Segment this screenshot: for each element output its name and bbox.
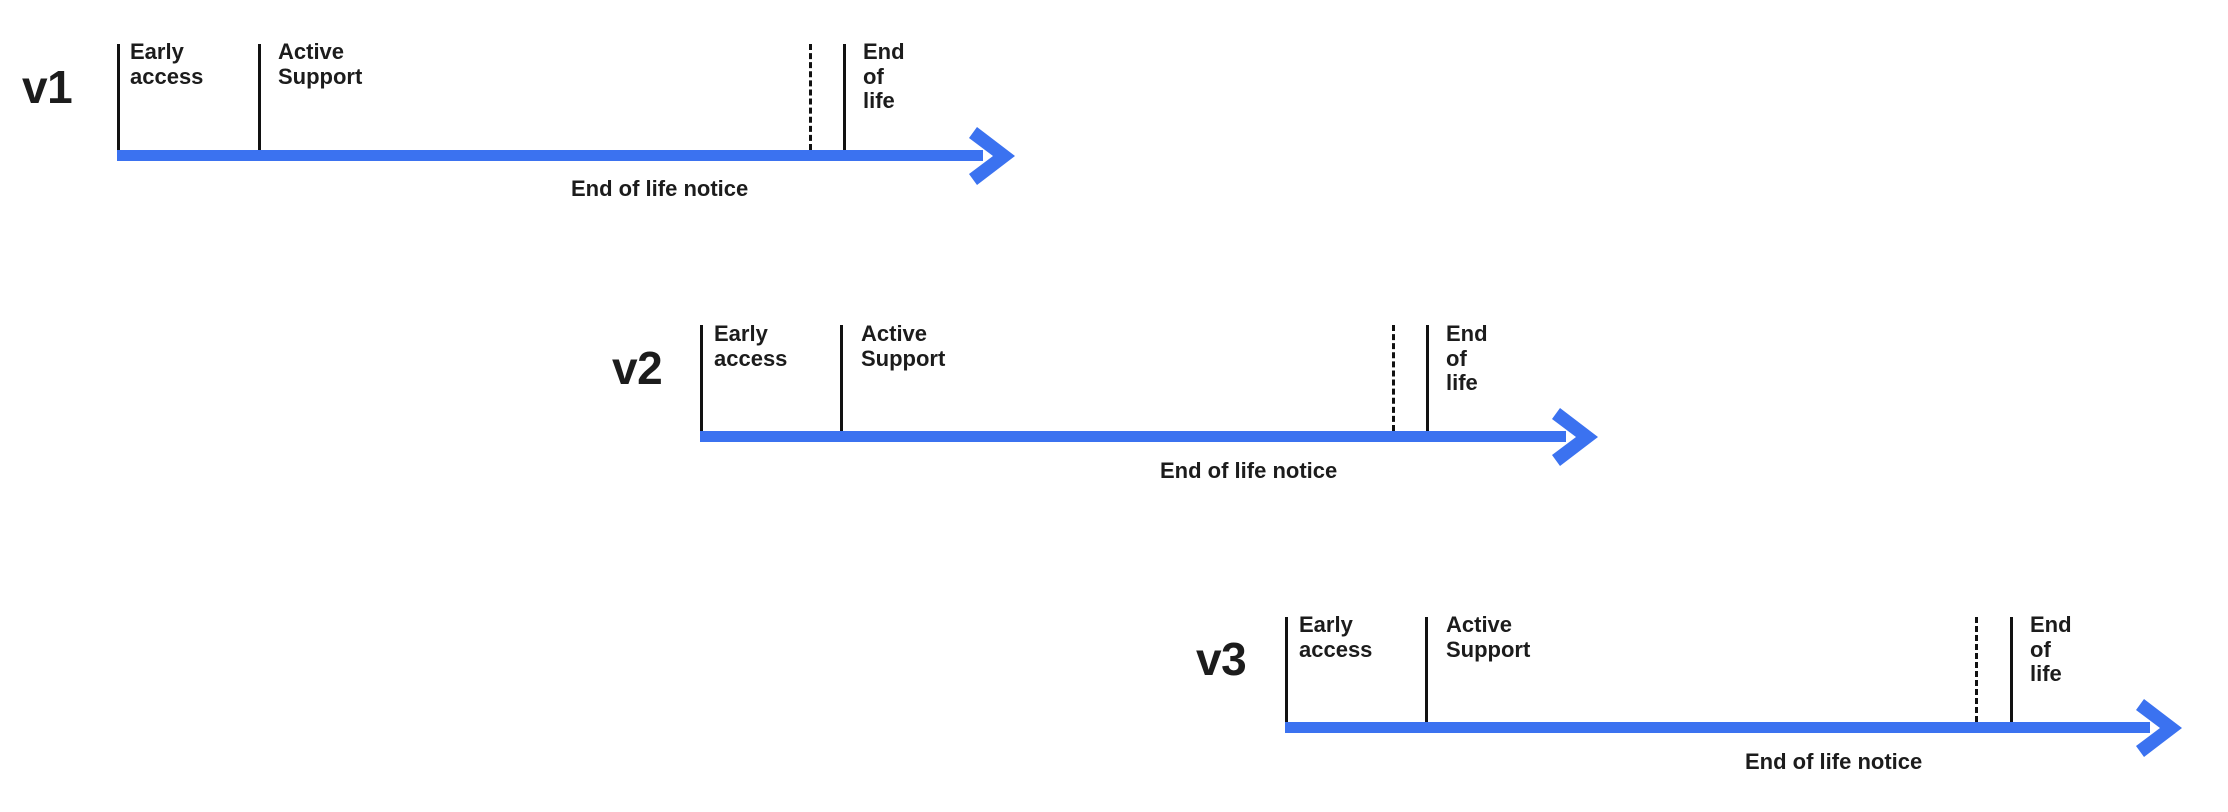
version-label-v3: v3: [1196, 633, 1247, 685]
phase-divider: [258, 44, 261, 150]
arrow-head-icon: [969, 126, 1015, 185]
timeline-arrow: [1285, 698, 2182, 757]
phase-label: Active Support: [1446, 612, 1531, 662]
phase-label: Active Support: [278, 39, 363, 89]
phase-divider: [2010, 617, 2013, 722]
milestone-divider-dashed: [1975, 617, 1978, 722]
version-label-v1: v1: [22, 61, 73, 113]
phase-label: Early access: [130, 39, 204, 89]
phase-divider: [1426, 325, 1429, 431]
phase-label: End of life: [863, 39, 905, 114]
phase-divider: [1285, 617, 1288, 722]
milestone-divider-dashed: [809, 44, 812, 150]
phase-label: Early access: [714, 321, 788, 371]
end-of-life-notice-label: End of life notice: [1160, 458, 1338, 483]
timeline-bar: [117, 150, 983, 161]
end-of-life-notice-label: End of life notice: [1745, 749, 1923, 774]
phase-divider: [840, 325, 843, 431]
phase-divider: [700, 325, 703, 431]
phase-label: End of life: [2030, 612, 2072, 687]
milestone-divider-dashed: [1392, 325, 1395, 431]
version-label-v2: v2: [612, 342, 663, 394]
phase-divider: [117, 44, 120, 150]
phase-label: Early access: [1299, 612, 1373, 662]
timeline-arrow: [117, 126, 1015, 185]
timeline-bar: [700, 431, 1566, 442]
phase-divider: [1425, 617, 1428, 722]
phase-label: Active Support: [861, 321, 946, 371]
timeline-arrow: [700, 407, 1598, 466]
phase-divider: [843, 44, 846, 150]
arrow-head-icon: [2136, 698, 2182, 757]
end-of-life-notice-label: End of life notice: [571, 176, 749, 201]
phase-label: End of life: [1446, 321, 1488, 396]
timeline-bar: [1285, 722, 2150, 733]
arrow-head-icon: [1552, 407, 1598, 466]
